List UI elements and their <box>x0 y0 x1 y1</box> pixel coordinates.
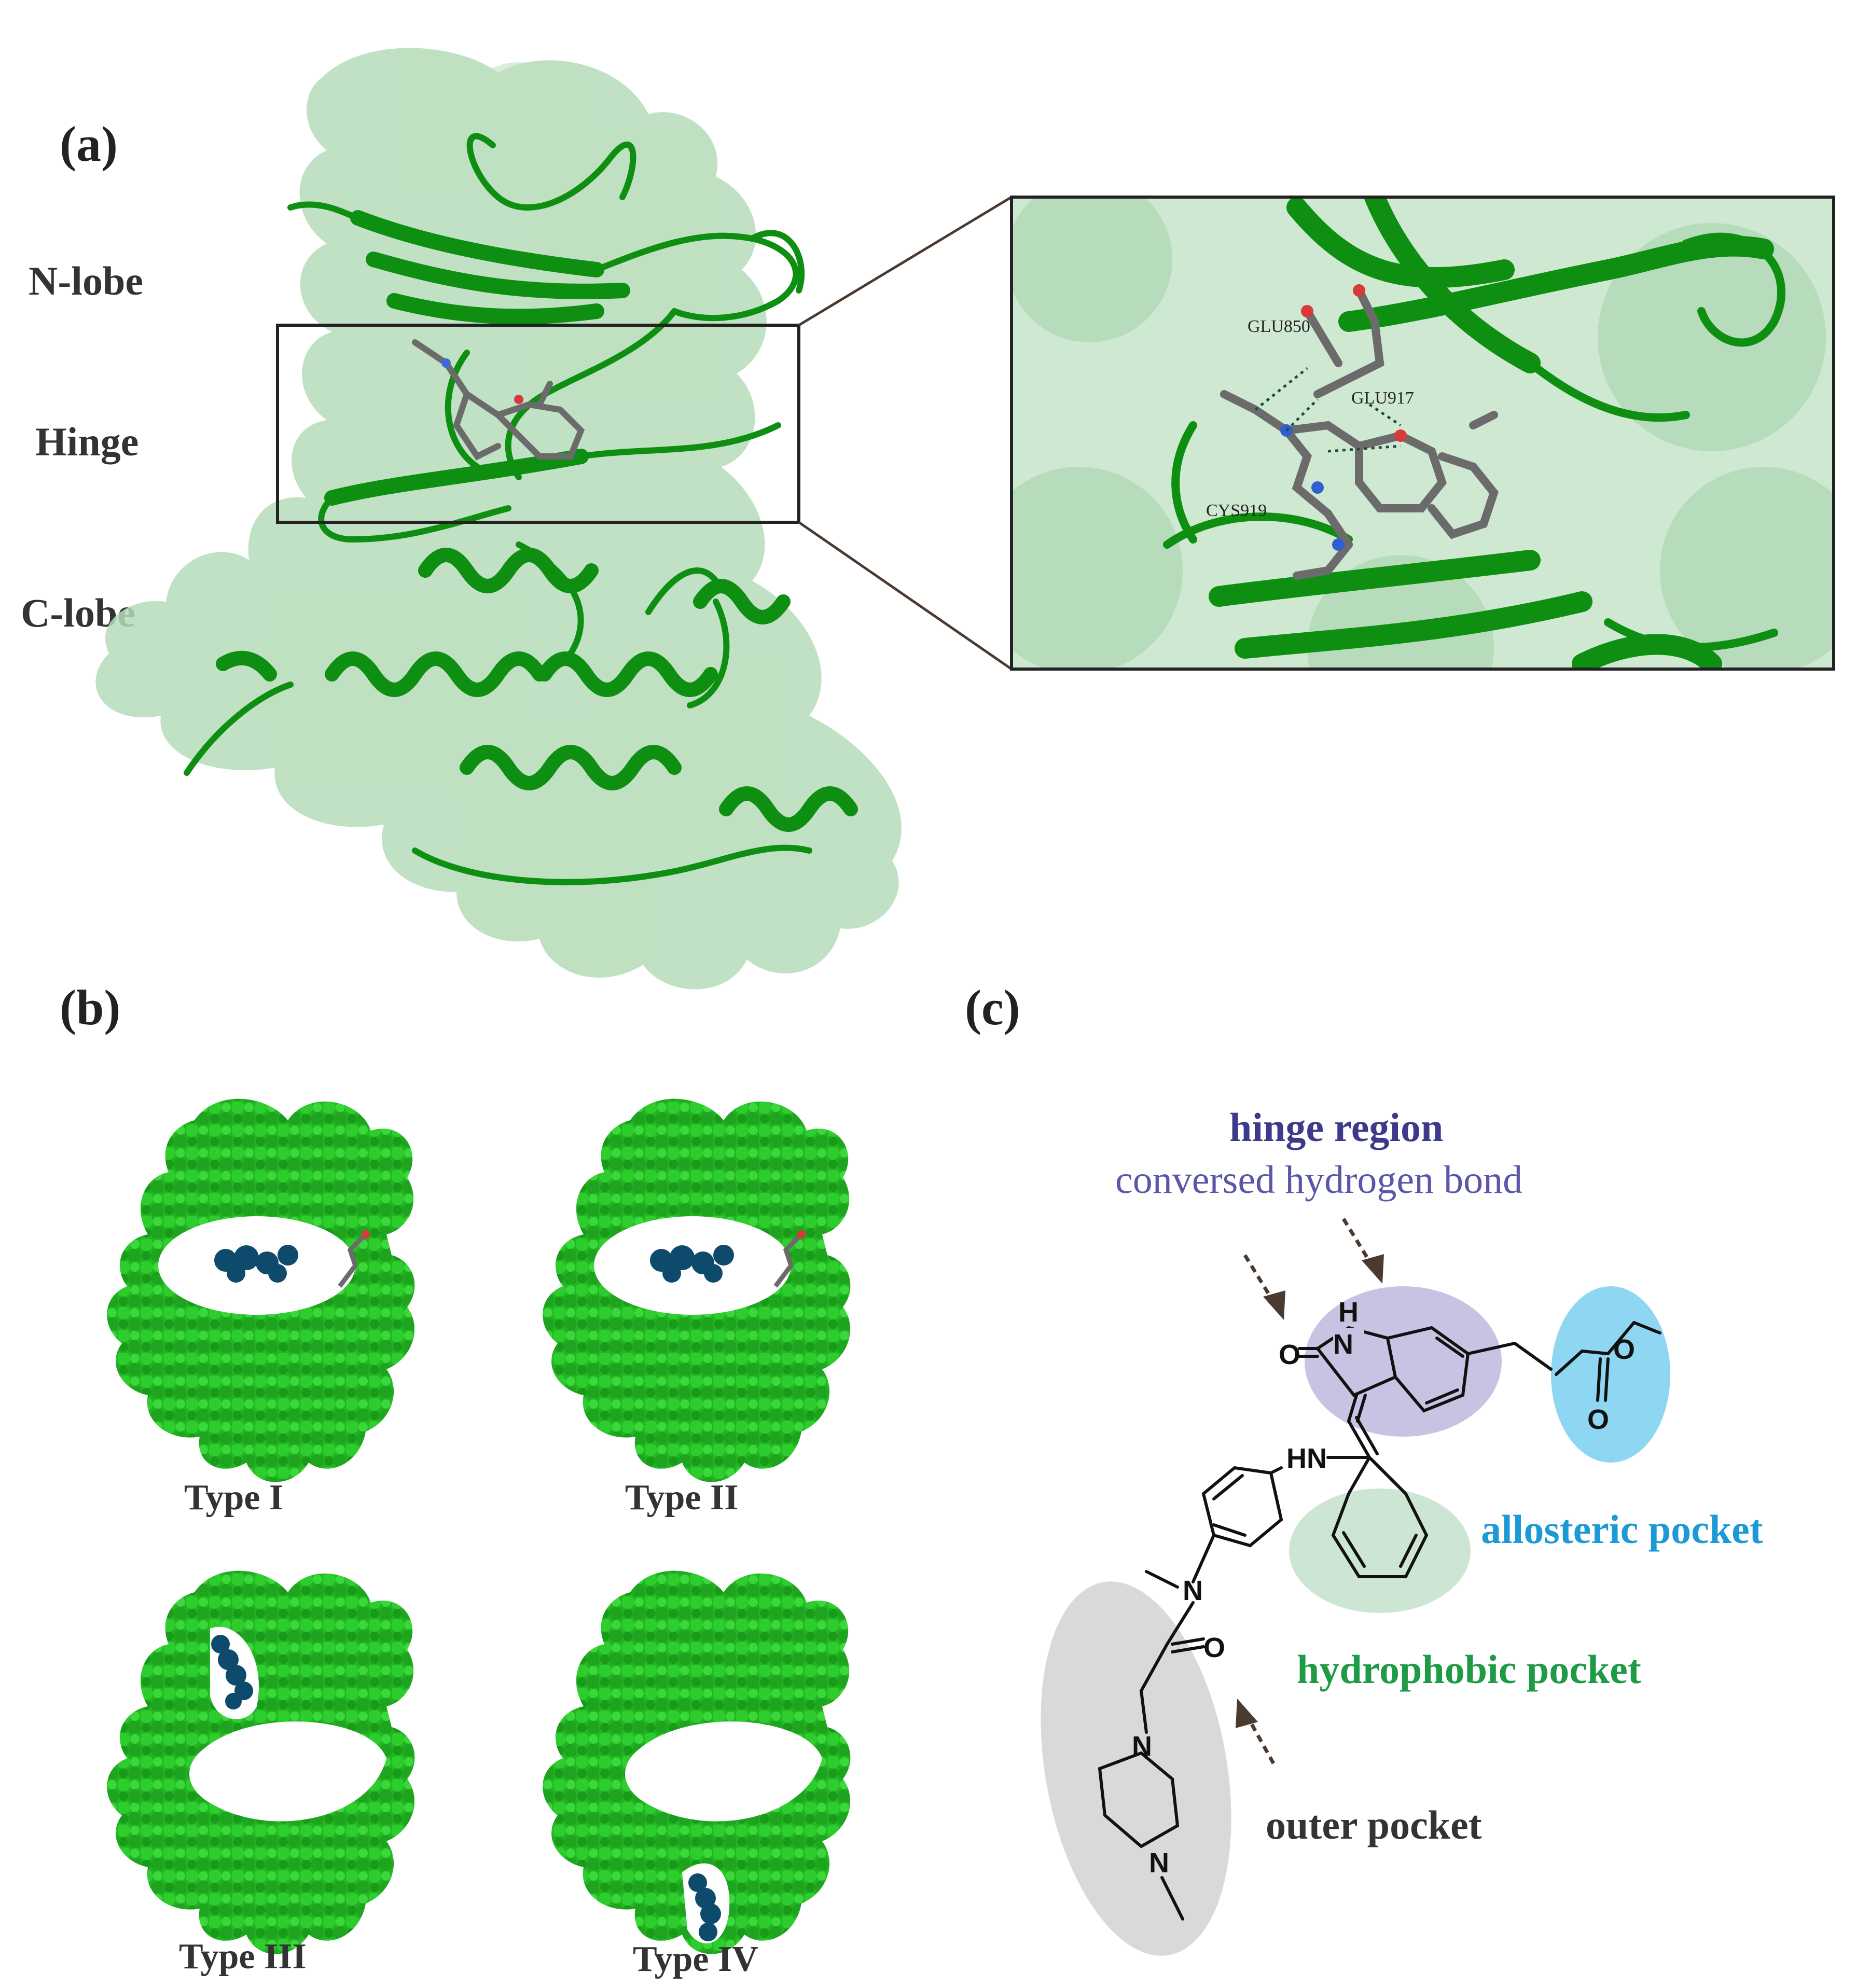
panel-c-label: (c) <box>965 980 1020 1035</box>
type-3-label: Type III <box>179 1937 307 1977</box>
atom-o-ester1: O <box>1613 1334 1635 1365</box>
glu917-label: GLU917 <box>1351 388 1414 408</box>
zoom-inset: GLU850 GLU917 CYS919 <box>1010 196 1835 671</box>
allosteric-pocket-label: allosteric pocket <box>1481 1507 1763 1552</box>
atom-n-ring: N <box>1333 1329 1353 1360</box>
hydrophobic-pocket-ellipse <box>1289 1489 1471 1613</box>
atom-n-pip2: N <box>1149 1847 1169 1879</box>
atom-o-amide: O <box>1203 1632 1225 1663</box>
atom-h: H <box>1338 1297 1359 1328</box>
outer-pocket-ellipse <box>1041 1581 1231 1956</box>
kinase-type-4 <box>543 1570 851 1954</box>
atom-n-amide: N <box>1183 1575 1203 1606</box>
hinge-region-label: hinge region <box>1229 1105 1443 1150</box>
atom-labels: N H O HN N O N N O O <box>1132 1297 1635 1879</box>
hinge-box <box>276 324 800 524</box>
hydrophobic-pocket-label: hydrophobic pocket <box>1297 1647 1641 1692</box>
n-lobe-label: N-lobe <box>29 258 143 303</box>
protein-ribbons <box>184 133 858 885</box>
atom-o-lactam: O <box>1279 1339 1300 1370</box>
atom-hn: HN <box>1286 1443 1327 1474</box>
zoom-connector-bottom <box>798 521 1013 671</box>
hinge-region-note: conversed hydrogen bond <box>1115 1158 1522 1202</box>
panel-a: (a) N-lobe Hinge C-lobe <box>21 48 1835 990</box>
panel-a-label: (a) <box>60 116 118 172</box>
interaction-arrows <box>1236 1218 1384 1764</box>
panel-b-label: (b) <box>60 980 120 1035</box>
hinge-label: Hinge <box>35 419 138 464</box>
hinge-region-ellipse <box>1305 1286 1502 1437</box>
atom-o-ester2: O <box>1587 1404 1609 1435</box>
panel-c: (c) hinge region conversed hydrogen bond… <box>965 980 1763 1956</box>
kinase-type-1 <box>107 1099 415 1482</box>
outer-pocket-label: outer pocket <box>1266 1802 1482 1847</box>
type-4-label: Type IV <box>633 1939 758 1979</box>
chemical-structure <box>1098 1321 1661 1921</box>
type-1-label: Type I <box>184 1478 283 1518</box>
kinase-type-3 <box>107 1570 415 1954</box>
panel-b: (b) Type <box>60 980 851 1979</box>
protein-surface <box>95 48 902 990</box>
zoom-connector-top <box>798 196 1013 327</box>
kinase-type-2 <box>543 1099 851 1482</box>
type-2-label: Type II <box>625 1478 738 1518</box>
allosteric-pocket-ellipse <box>1551 1286 1670 1463</box>
cys919-label: CYS919 <box>1206 501 1267 520</box>
glu850-label: GLU850 <box>1248 317 1310 336</box>
atom-n-pip1: N <box>1132 1731 1152 1762</box>
ligand-sticks <box>412 339 585 461</box>
